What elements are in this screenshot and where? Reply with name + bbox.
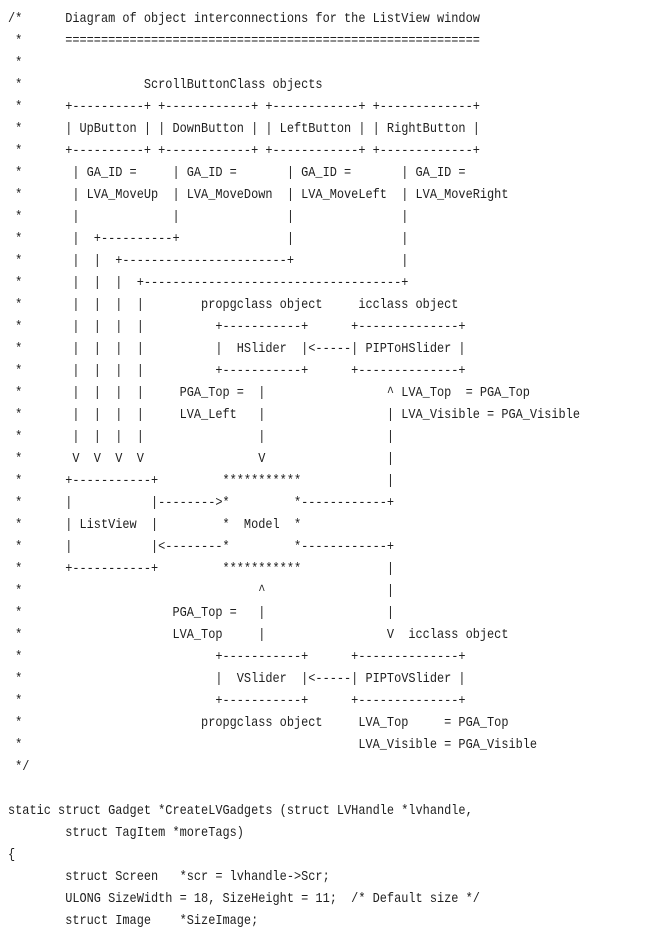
diagram-line: * +----------+ +------------+ +---------… (8, 143, 480, 159)
diagram-scrollbutton-heading: * ScrollButtonClass objects (8, 77, 323, 93)
declaration-line: ULONG SizeWidth = 18, SizeHeight = 11; /… (8, 891, 480, 907)
diagram-hslider-row: * | | | | | HSlider |<-----| PIPToHSlide… (8, 341, 466, 357)
open-brace-line: { (8, 847, 16, 863)
diagram-mapping-row: * | | | | PGA_Top = | ^ LVA_Top = PGA_To… (8, 385, 530, 401)
function-signature-line: struct TagItem *moreTags) (8, 825, 244, 841)
diagram-scrollbuttons-row: * | UpButton | | DownButton | | LeftButt… (8, 121, 480, 137)
diagram-line: * | | | | (8, 209, 409, 225)
diagram-listview-model-row: * | ListView | * Model * (8, 517, 302, 533)
diagram-mapping-row: * LVA_Top | V icclass object (8, 627, 509, 643)
diagram-line: * | | | | | | (8, 429, 395, 445)
comment-title-line: /* Diagram of object interconnections fo… (8, 11, 480, 27)
diagram-vslider-labels: * LVA_Visible = PGA_Visible (8, 737, 538, 753)
diagram-line: * | | | +-------------------------------… (8, 275, 409, 291)
diagram-mapping-row: * PGA_Top = | | (8, 605, 395, 621)
diagram-line: * | | +-----------------------+ | (8, 253, 409, 269)
diagram-vslider-labels: * propgclass object LVA_Top = PGA_Top (8, 715, 509, 731)
diagram-line: * | +----------+ | | (8, 231, 409, 247)
diagram-vslider-row: * | VSlider |<-----| PIPToVSlider | (8, 671, 466, 687)
diagram-line: * +-----------+ *********** | (8, 561, 395, 577)
diagram-mapping-row: * | | | | LVA_Left | | LVA_Visible = PGA… (8, 407, 580, 423)
diagram-hslider-labels: * | | | | propgclass object icclass obje… (8, 297, 459, 313)
diagram-line: * | | | | +-----------+ +--------------+ (8, 363, 466, 379)
code-listing: /* Diagram of object interconnections fo… (8, 8, 580, 932)
diagram-line: * +-----------+ *********** | (8, 473, 395, 489)
diagram-gaid-row: * | GA_ID = | GA_ID = | GA_ID = | GA_ID … (8, 165, 466, 181)
diagram-line: * ^ | (8, 583, 395, 599)
declaration-line: struct Screen *scr = lvhandle->Scr; (8, 869, 330, 885)
diagram-line: * | | | | +-----------+ +--------------+ (8, 319, 466, 335)
diagram-line: * | |-------->* *------------+ (8, 495, 395, 511)
declaration-line: struct Image *SizeImage; (8, 913, 259, 929)
function-signature-line: static struct Gadget *CreateLVGadgets (s… (8, 803, 473, 819)
diagram-line: * +----------+ +------------+ +---------… (8, 99, 480, 115)
diagram-line: * +-----------+ +--------------+ (8, 649, 466, 665)
comment-title-underline: * ======================================… (8, 33, 480, 49)
diagram-gaid-values-row: * | LVA_MoveUp | LVA_MoveDown | LVA_Move… (8, 187, 509, 203)
diagram-line: * | |<--------* *------------+ (8, 539, 395, 555)
blank-line (8, 778, 580, 800)
diagram-line: * +-----------+ +--------------+ (8, 693, 466, 709)
diagram-arrows-row: * V V V V V | (8, 451, 395, 467)
comment-line: * (8, 55, 23, 71)
comment-end-line: */ (8, 759, 30, 775)
